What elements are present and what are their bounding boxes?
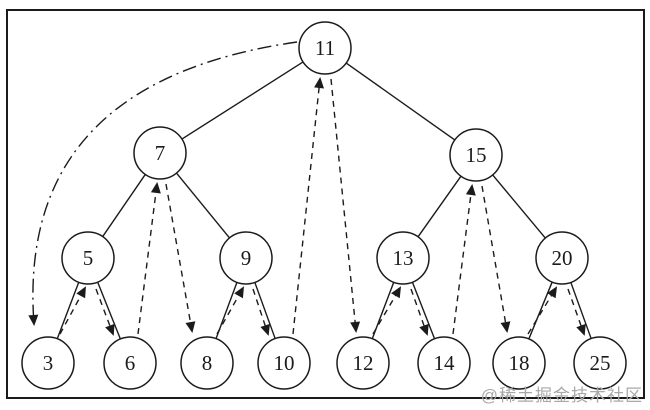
tree-node-label-11: 11: [315, 36, 335, 60]
traversal-arrow-7-8: [165, 183, 196, 333]
traversal-arrow-6-7: [137, 182, 161, 335]
tree-node-label-10: 10: [274, 351, 295, 375]
tree-edge-20-18: [528, 281, 553, 340]
tree-node-label-13: 13: [393, 246, 414, 270]
tree-node-8: [180, 336, 234, 390]
traversal-arrow-14-15: [452, 184, 476, 335]
tree-node-label-14: 14: [434, 351, 456, 375]
tree-edge-5-6: [97, 281, 121, 340]
tree-edge-7-5: [102, 174, 146, 237]
tree-edge-15-20: [492, 174, 546, 239]
tree-edge-11-15: [345, 62, 456, 141]
tree-node-label-3: 3: [43, 351, 54, 375]
traversal-arrow-3-5: [59, 286, 86, 335]
traversal-arrow-5-6: [95, 288, 115, 336]
tree-node-20: [535, 231, 589, 285]
tree-node-14: [417, 336, 471, 390]
tree-edge-11-7: [181, 61, 304, 140]
tree-node-label-5: 5: [83, 246, 94, 270]
tree-node-11: [298, 21, 352, 75]
tree-node-25: [573, 336, 627, 390]
tree-node-label-18: 18: [509, 351, 530, 375]
traversal-arrow-11-12: [330, 78, 361, 333]
tree-node-13: [376, 231, 430, 285]
tree-node-3: [21, 336, 75, 390]
traversal-arrow-10-11: [292, 77, 325, 335]
tree-edge-9-10: [254, 282, 276, 339]
tree-node-label-7: 7: [155, 141, 166, 165]
traversal-arrow-20-25: [567, 288, 586, 336]
tree-node-label-15: 15: [466, 143, 487, 167]
tree-node-18: [492, 336, 546, 390]
traversal-arrow-15-18: [481, 185, 511, 333]
tree-node-label-20: 20: [552, 246, 573, 270]
tree-node-label-25: 25: [590, 351, 611, 375]
tree-node-7: [133, 126, 187, 180]
start-arrow-11-3: [28, 41, 298, 326]
tree-node-label-9: 9: [241, 246, 252, 270]
watermark-text: @稀土掘金技术社区: [480, 386, 643, 405]
tree-edge-15-13: [417, 175, 462, 238]
tree-edge-7-9: [175, 172, 231, 239]
traversal-arrow-8-9: [216, 286, 244, 335]
tree-node-12: [336, 336, 390, 390]
tree-node-9: [219, 231, 273, 285]
tree-node-label-8: 8: [202, 351, 213, 375]
tree-edge-20-25: [570, 282, 592, 339]
traversal-arrow-12-13: [372, 286, 402, 335]
traversal-arrow-18-20: [527, 286, 558, 335]
tree-node-15: [449, 128, 503, 182]
tree-edge-13-14: [411, 281, 436, 340]
tree-node-label-12: 12: [353, 351, 374, 375]
tree-node-5: [61, 231, 115, 285]
traversal-arrow-9-10: [252, 288, 270, 336]
tree-edge-5-3: [56, 282, 80, 339]
diagram-border: [6, 9, 645, 399]
tree-node-6: [103, 336, 157, 390]
tree-node-label-6: 6: [125, 351, 136, 375]
traversal-arrow-13-14: [410, 288, 429, 336]
tree-node-10: [257, 336, 311, 390]
